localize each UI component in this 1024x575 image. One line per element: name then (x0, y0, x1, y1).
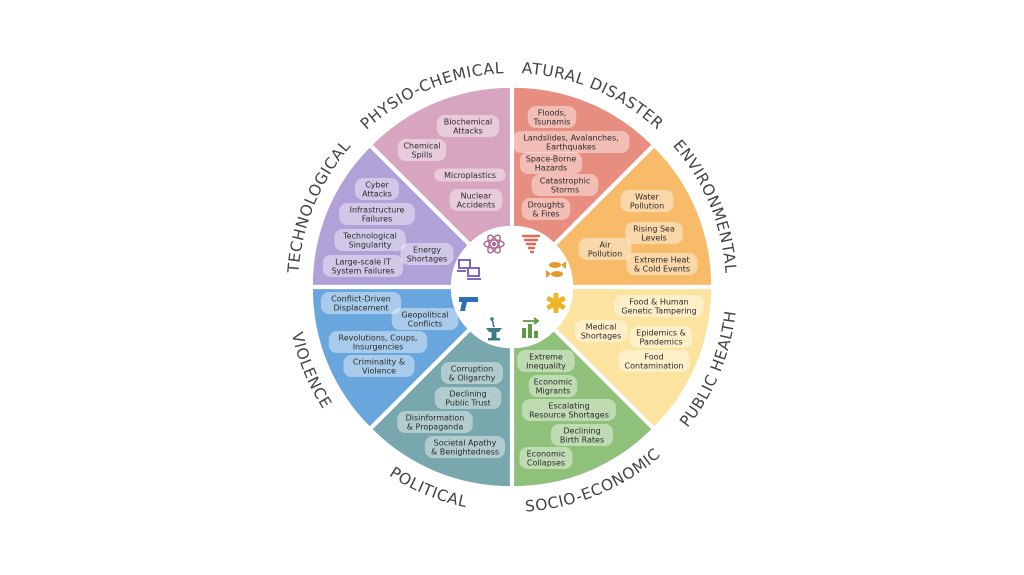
risk-item-pill: Droughts& Fires (521, 198, 571, 220)
atom-icon (483, 234, 505, 254)
risk-item-pill: Societal Apathy& Benightedness (424, 436, 506, 458)
gun-icon (459, 297, 478, 311)
risk-item-pill: Corruption& Oligarchy (440, 362, 504, 384)
segment-wedge (514, 331, 652, 487)
tornado-icon (521, 234, 541, 254)
bar-chart-icon (522, 317, 540, 338)
risk-item-label: Floods,Tsunamis (533, 109, 571, 127)
segment-wedge (372, 331, 510, 487)
podium-icon (486, 317, 502, 341)
risk-item-pill: Landslides, Avalanches,Earthquakes (512, 131, 630, 153)
risk-item-pill: Floods,Tsunamis (527, 106, 577, 128)
risk-item-pill: Disinformation& Propaganda (397, 411, 473, 433)
risk-item-label: Droughts& Fires (528, 201, 565, 219)
risk-item-label: Societal Apathy& Benightedness (431, 439, 499, 457)
risk-item-pill: Revolutions, Coups,Insurgencies (328, 331, 428, 353)
segment-wedge (312, 147, 468, 285)
segment-wedge (514, 87, 652, 243)
risk-item-pill: Epidemics &Pandemics (629, 326, 693, 348)
risk-item-label: Disinformation& Propaganda (406, 414, 465, 432)
segment-wedge (556, 289, 712, 427)
risk-item-label: Extreme Heat& Cold Events (634, 256, 690, 274)
segment-wedge (556, 147, 712, 285)
risk-item-label: Corruption& Oligarchy (449, 365, 496, 383)
risk-item-pill: Extreme Heat& Cold Events (626, 253, 698, 275)
risk-item-label: Microplastics (444, 171, 496, 180)
segment-wedge (372, 87, 510, 243)
risk-item-pill: Microplastics (434, 168, 506, 182)
segment-wedge (312, 289, 468, 427)
risk-item-label: Landslides, Avalanches,Earthquakes (523, 134, 618, 152)
risk-item-label: Revolutions, Coups,Insurgencies (339, 334, 418, 352)
risk-item-label: Epidemics &Pandemics (636, 329, 686, 347)
fish-icon (546, 261, 566, 278)
risk-item-pill: Criminality &Violence (343, 355, 415, 377)
medical-asterisk-icon (546, 293, 566, 313)
risk-item-label: Criminality &Violence (353, 358, 405, 376)
wheel-icons (457, 234, 566, 341)
computers-icon (457, 259, 481, 280)
